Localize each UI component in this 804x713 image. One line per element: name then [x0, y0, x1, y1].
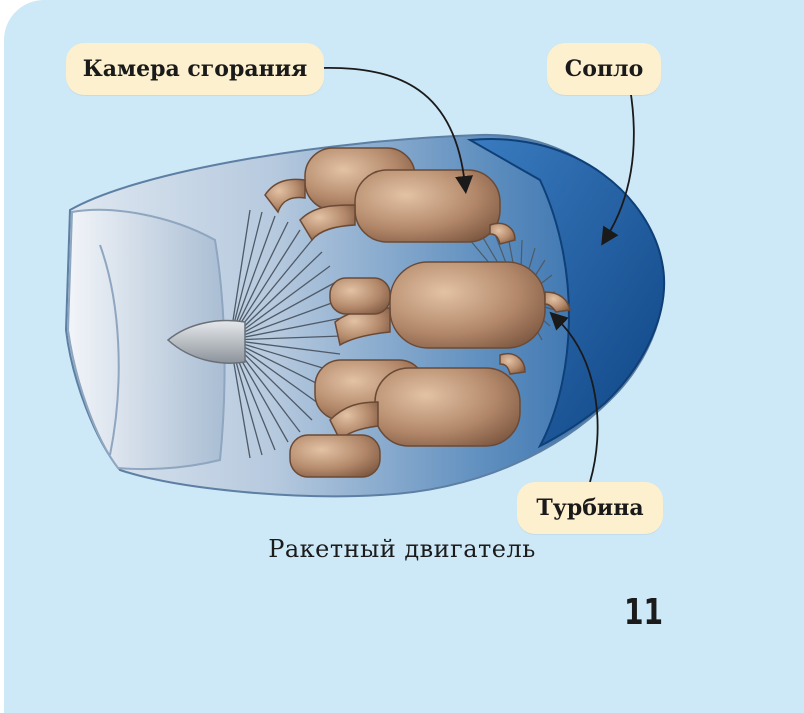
label-nozzle: Сопло [547, 43, 661, 95]
label-nozzle-text: Сопло [565, 56, 643, 82]
label-combustion-chamber-text: Камера сгорания [83, 56, 308, 82]
page-number: 11 [624, 592, 663, 633]
figure-caption: Ракетный двигатель [0, 535, 804, 563]
label-combustion-chamber: Камера сгорания [66, 43, 324, 95]
label-turbine: Турбина [517, 482, 663, 534]
label-turbine-text: Турбина [536, 495, 643, 521]
